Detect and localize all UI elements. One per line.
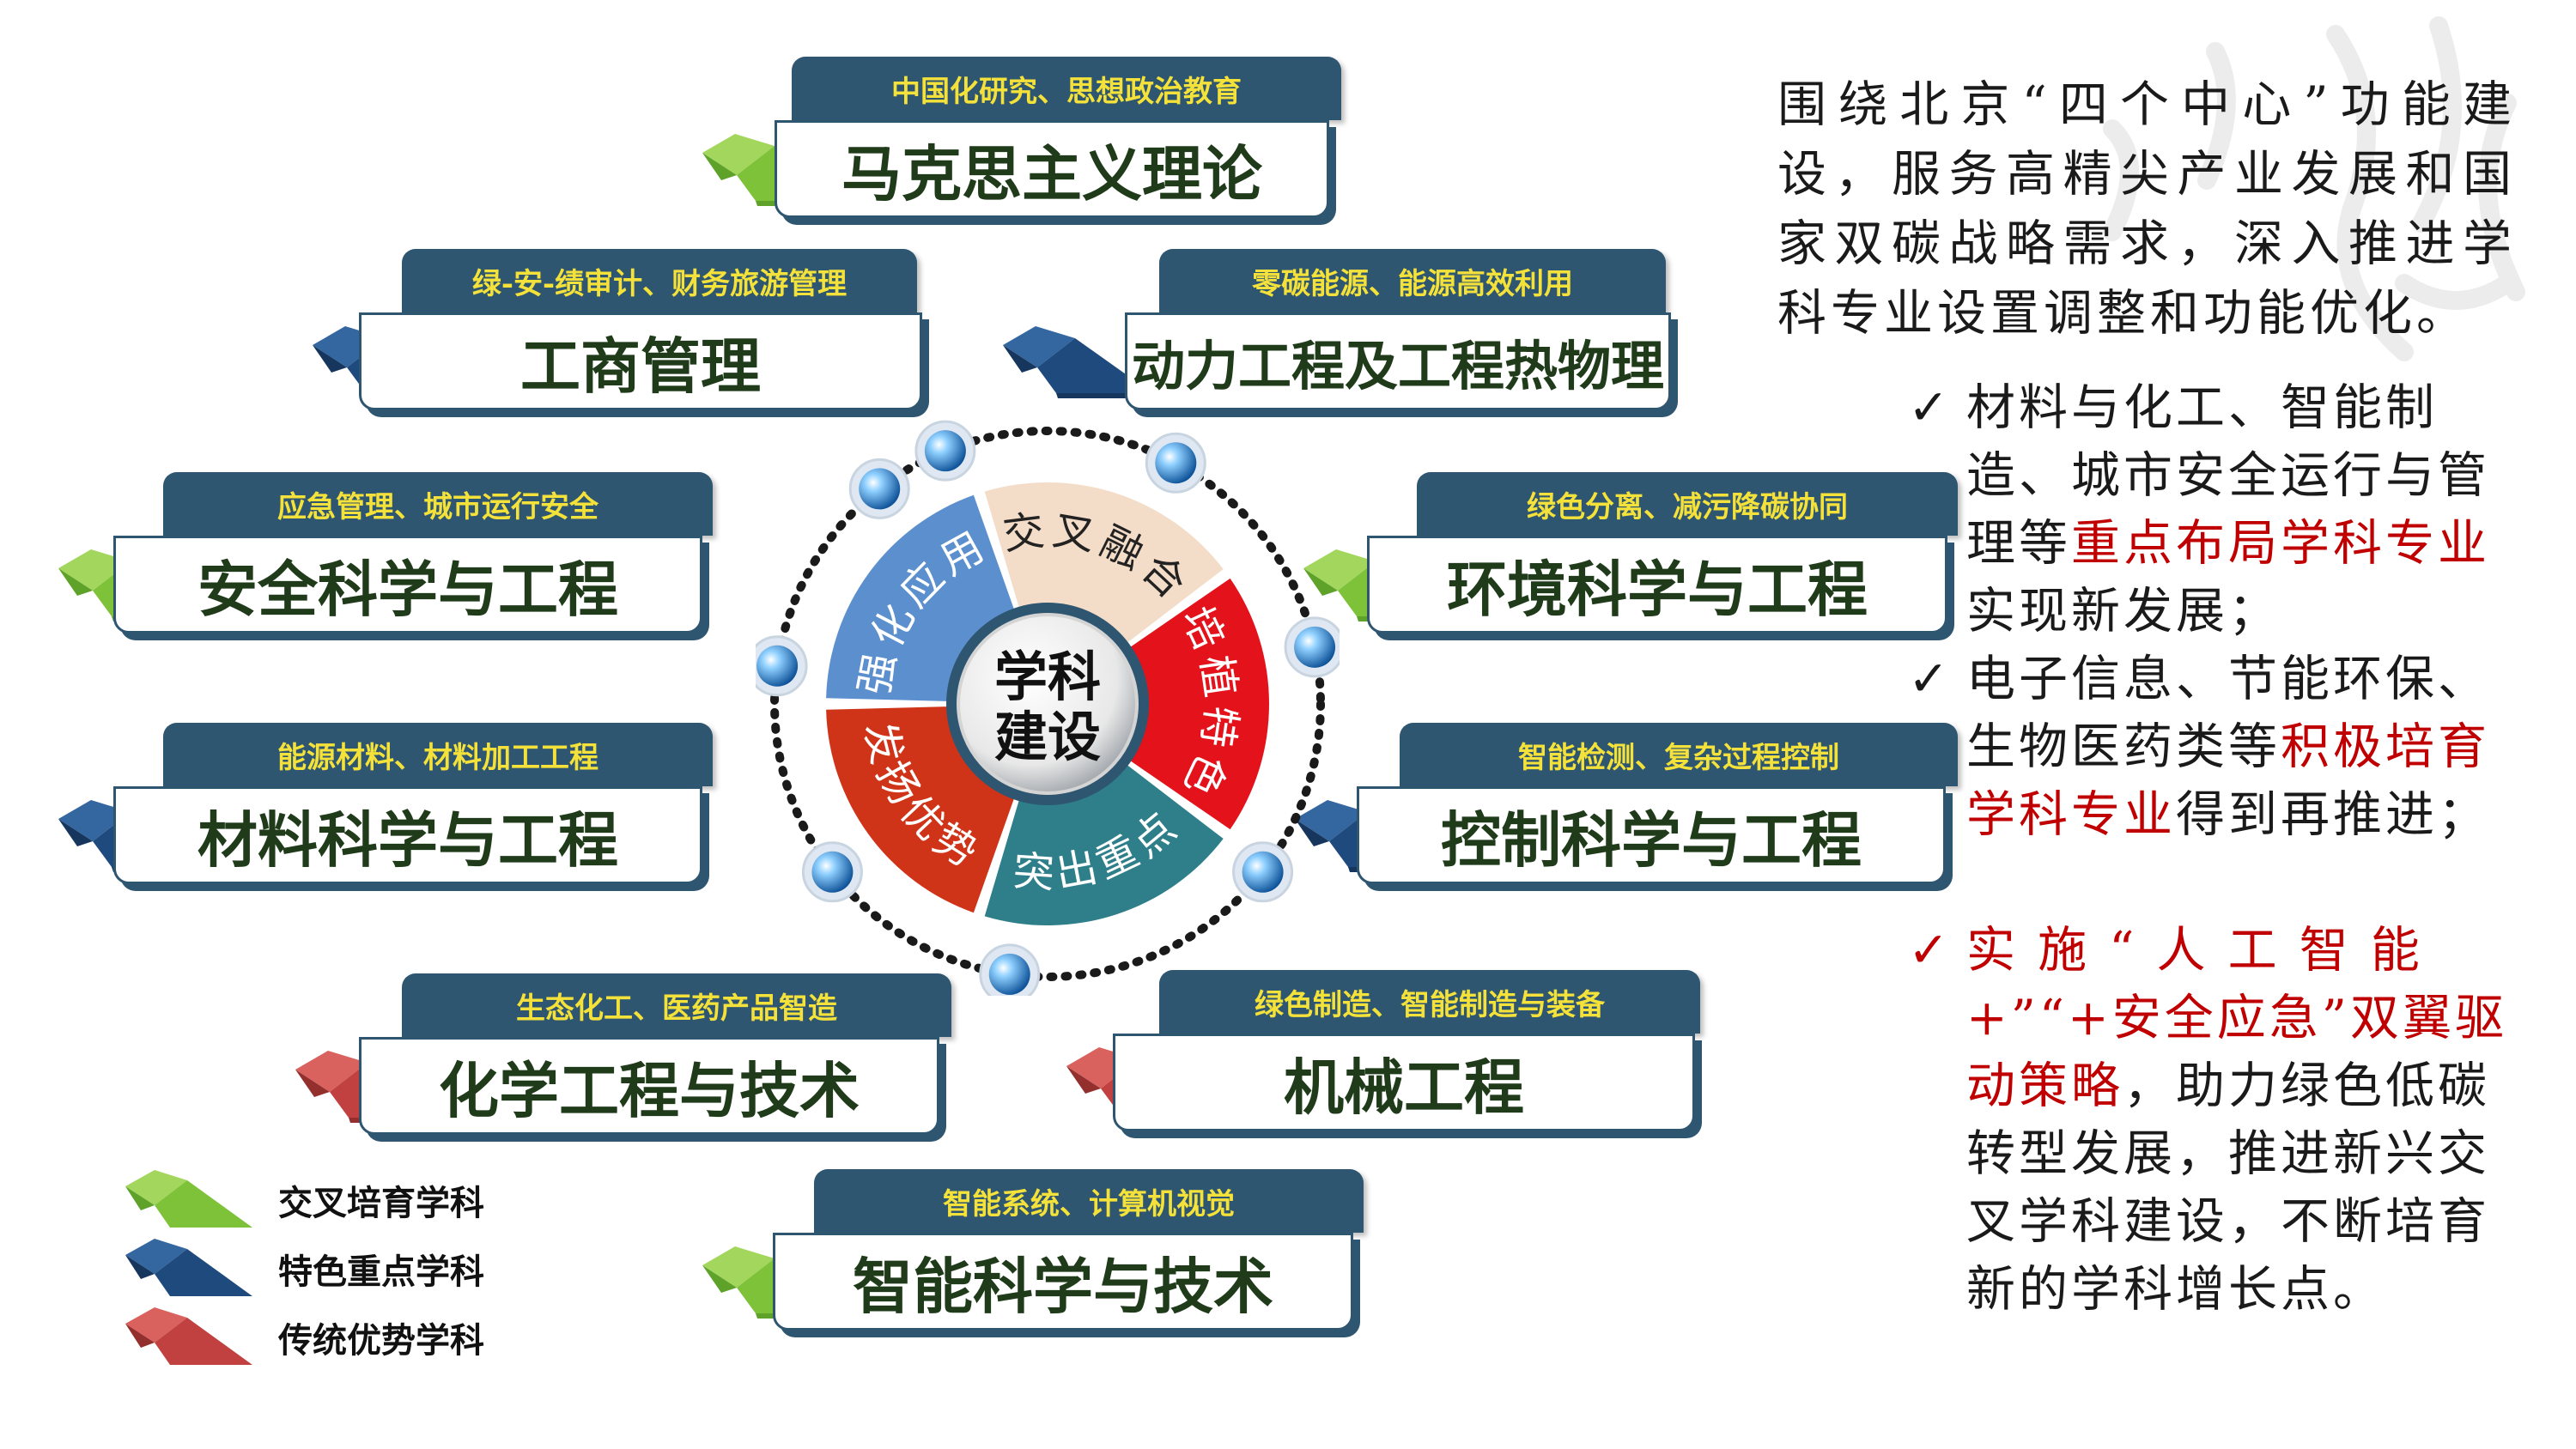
card-mechanical: 绿色制造、智能制造与装备 机械工程 bbox=[1060, 970, 1709, 1133]
hub-center-line1: 学科 bbox=[994, 646, 1101, 708]
card-marxism: 中国化研究、思想政治教育 马克思主义理论 bbox=[696, 57, 1348, 220]
card-subtitle: 生态化工、医药产品智造 bbox=[402, 973, 951, 1037]
bullet-2-highlight: 积极培育学科专业 bbox=[1966, 718, 2490, 843]
card-title: 工商管理 bbox=[359, 312, 922, 410]
card-materials: 能源材料、材料加工工程 材料科学与工程 bbox=[52, 723, 721, 886]
card-title: 化学工程与技术 bbox=[359, 1037, 939, 1135]
green-diamond-icon bbox=[125, 1170, 252, 1228]
card-subtitle: 绿色制造、智能制造与装备 bbox=[1159, 970, 1700, 1034]
bullet-2-text: 电子信息、节能环保、生物医药类等 bbox=[1966, 651, 2490, 775]
card-title: 马克思主义理论 bbox=[775, 120, 1329, 218]
card-subtitle: 应急管理、城市运行安全 bbox=[163, 472, 713, 536]
card-control: 智能检测、复杂过程控制 控制科学与工程 bbox=[1288, 723, 1966, 886]
orbit-node bbox=[1294, 626, 1336, 668]
card-title: 材料科学与工程 bbox=[113, 786, 702, 884]
legend-item-red: 传统优势学科 bbox=[120, 1305, 484, 1370]
check-icon: ✓ bbox=[1908, 922, 1953, 979]
card-subtitle: 绿-安-绩审计、财务旅游管理 bbox=[402, 249, 917, 312]
orbit-node bbox=[924, 430, 966, 472]
card-business: 绿-安-绩审计、财务旅游管理 工商管理 bbox=[306, 249, 958, 412]
orbit-node bbox=[859, 468, 901, 510]
red-diamond-icon bbox=[125, 1307, 252, 1365]
card-subtitle: 零碳能源、能源高效利用 bbox=[1159, 249, 1666, 312]
legend-label: 特色重点学科 bbox=[278, 1252, 484, 1292]
bullet-2: ✓电子信息、节能环保、生物医药类等积极培育学科专业得到再推进； bbox=[1908, 646, 2516, 849]
card-chemical: 生态化工、医药产品智造 化学工程与技术 bbox=[289, 973, 967, 1137]
check-icon: ✓ bbox=[1908, 379, 1953, 436]
card-title: 安全科学与工程 bbox=[113, 536, 702, 634]
hub-segment bbox=[1124, 578, 1269, 830]
legend-item-green: 交叉培育学科 bbox=[120, 1167, 484, 1233]
card-environment: 绿色分离、减污降碳协同 环境科学与工程 bbox=[1297, 472, 1966, 635]
bullet-3-tail: ，助力绿色低碳转型发展，推进新兴交叉学科建设，不断培育新的学科增长点。 bbox=[1966, 1058, 2490, 1318]
legend-item-blue: 特色重点学科 bbox=[120, 1236, 484, 1301]
card-intelligence: 智能系统、计算机视觉 智能科学与技术 bbox=[696, 1169, 1374, 1332]
card-subtitle: 中国化研究、思想政治教育 bbox=[792, 57, 1341, 120]
card-subtitle: 智能系统、计算机视觉 bbox=[814, 1169, 1364, 1233]
dotted-orbit bbox=[770, 427, 1325, 981]
legend-label: 交叉培育学科 bbox=[278, 1184, 484, 1223]
hub-center-line2: 建设 bbox=[994, 706, 1101, 768]
orbit-node bbox=[1242, 851, 1284, 893]
bullet-3: ✓实 施 “ 人 工 智 能 +”“+安全应急”双翼驱动策略，助力绿色低碳转型发… bbox=[1908, 917, 2516, 1324]
bullet-2-tail: 得到再推进； bbox=[2176, 786, 2490, 843]
intro-paragraph: 围绕北京“四个中心”功能建设，服务高精尖产业发展和国家双碳战略需求，深入推进学科… bbox=[1777, 76, 2516, 342]
bullet-1: ✓材料与化工、智能制造、城市安全运行与管理等重点布局学科专业实现新发展； bbox=[1908, 374, 2516, 646]
orbit-node bbox=[1155, 442, 1197, 484]
hub-center bbox=[957, 613, 1139, 795]
card-title: 动力工程及工程热物理 bbox=[1125, 312, 1671, 410]
card-title: 智能科学与技术 bbox=[773, 1233, 1353, 1331]
card-title: 环境科学与工程 bbox=[1367, 536, 1947, 634]
card-subtitle: 能源材料、材料加工工程 bbox=[163, 723, 713, 786]
orbit-node bbox=[756, 645, 799, 687]
card-title: 机械工程 bbox=[1113, 1034, 1695, 1131]
bullet-1-text: 材料与化工、智能制造、城市安全运行与管理等 bbox=[1966, 379, 2490, 572]
orbit-node bbox=[988, 953, 1030, 995]
bullet-3-highlight: 实 施 “ 人 工 智 能 +”“+安全应急”双翼驱动策略 bbox=[1966, 922, 2507, 1114]
card-subtitle: 绿色分离、减污降碳协同 bbox=[1417, 472, 1958, 536]
card-power: 零碳能源、能源高效利用 动力工程及工程热物理 bbox=[996, 249, 1717, 412]
bullet-1-highlight: 重点布局学科专业 bbox=[2071, 515, 2490, 572]
bullet-1-tail: 实现新发展； bbox=[1966, 583, 2281, 640]
check-icon: ✓ bbox=[1908, 651, 1953, 707]
card-subtitle: 智能检测、复杂过程控制 bbox=[1400, 723, 1958, 786]
card-title: 控制科学与工程 bbox=[1357, 786, 1946, 884]
orbit-node bbox=[811, 851, 854, 893]
blue-diamond-icon bbox=[125, 1239, 252, 1296]
legend-label: 传统优势学科 bbox=[278, 1321, 484, 1361]
card-safety: 应急管理、城市运行安全 安全科学与工程 bbox=[52, 472, 721, 635]
